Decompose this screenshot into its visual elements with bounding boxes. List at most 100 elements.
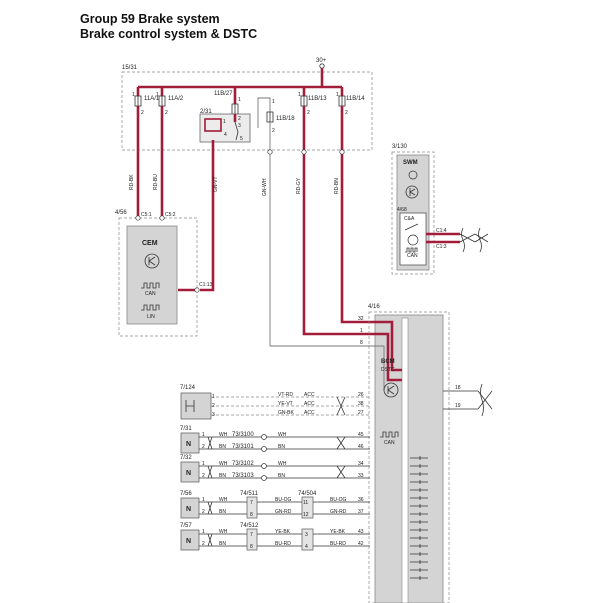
fuse-label: 11B/18: [276, 116, 295, 122]
relay-2-31: 2/31 R7 1 2 3 4 5: [199, 109, 251, 143]
svg-text:VT-RD: VT-RD: [278, 392, 293, 398]
fuse-box: 15/31 30+: [121, 58, 373, 151]
supply-label: 30+: [316, 58, 327, 64]
svg-text:2: 2: [202, 473, 205, 479]
cem-module: 4/56 C5:1 C5:2 CEM CAN LIN C1:13: [115, 210, 213, 337]
sensor-body: [180, 432, 200, 454]
sensor-ref: 7/124: [180, 385, 196, 391]
swm-transistor-icon: [405, 185, 419, 199]
fuse-label: 11B/14: [346, 96, 365, 102]
bcm-output-drivers: [410, 456, 428, 580]
svg-text:BN: BN: [219, 541, 226, 547]
cem-pin-b: C5:2: [165, 212, 176, 218]
svg-text:WH: WH: [278, 461, 287, 467]
cem-lin-label: LIN: [147, 314, 155, 320]
sensor-ref: 7/56: [180, 491, 192, 497]
accel-sensor-icon: [185, 400, 195, 412]
swm-can-label: CAN: [407, 253, 418, 259]
sensor-symbol: N: [186, 441, 191, 448]
swm-can-wave-icon: [405, 247, 418, 253]
sensor-ref: 7/57: [180, 523, 192, 529]
fuse-label: 11A/1: [144, 96, 160, 102]
svg-text:WH: WH: [219, 432, 228, 438]
sensor-ref: 7/32: [180, 455, 192, 461]
svg-text:7: 7: [250, 500, 253, 506]
svg-text:36: 36: [358, 497, 364, 503]
svg-text:33: 33: [358, 473, 364, 479]
swm-outline: [391, 151, 435, 275]
swm-name: SWM: [403, 160, 418, 166]
svg-text:1: 1: [202, 432, 205, 438]
svg-text:1: 1: [238, 97, 241, 103]
swm-sub-text: C&A: [404, 216, 415, 222]
svg-text:2: 2: [141, 110, 144, 116]
svg-text:1: 1: [336, 92, 339, 98]
svg-text:BN: BN: [219, 509, 226, 515]
bcm-pin-19: 19: [455, 403, 461, 409]
bcm-pin-8: 8: [360, 340, 363, 346]
swm-sub-module: [399, 212, 427, 266]
svg-text:1: 1: [156, 92, 159, 98]
lin-wave-icon: [141, 304, 160, 311]
svg-text:ACC: ACC: [304, 392, 315, 398]
svg-text:11: 11: [303, 500, 308, 506]
svg-text:YE-VT: YE-VT: [278, 401, 293, 407]
bcm-module: 4/16 32 1 8 BCM DSTC CAN 18 19: [358, 304, 493, 603]
svg-text:GN-BK: GN-BK: [278, 410, 295, 416]
wire-rd-bn: [340, 106, 370, 324]
wheel-sensor-7-56: 7/56 74/511 74/504 N 1 2 WH BN 7 8 BU-OG…: [180, 491, 370, 519]
svg-text:WH: WH: [219, 497, 228, 503]
bcm-transistor-icon: [383, 382, 399, 398]
fuse-11b-14: 11B/14 1 2: [336, 87, 365, 116]
cem-pin-out: C1:13: [199, 282, 213, 288]
svg-text:BU-RD: BU-RD: [330, 541, 346, 547]
connector-a: [246, 496, 258, 519]
fuse-box-outline: [121, 71, 373, 151]
svg-text:12: 12: [303, 512, 309, 518]
svg-text:8: 8: [250, 512, 253, 518]
svg-text:WH: WH: [219, 461, 228, 467]
connector-a-ref: 74/511: [240, 491, 259, 497]
fuse-label: 11B/13: [308, 96, 327, 102]
swm-pin-a: C1:4: [436, 228, 447, 234]
cem-outline: [118, 217, 198, 337]
svg-text:ACC: ACC: [304, 410, 315, 416]
bcm-pin-18: 18: [455, 385, 461, 391]
can-wave-icon: [141, 282, 160, 289]
sensor-body: [180, 461, 200, 483]
svg-text:5: 5: [240, 136, 243, 142]
relay-coil-icon: [204, 118, 222, 132]
fuse-label: 11B/27: [214, 91, 233, 97]
sensor-body: [180, 497, 200, 519]
svg-text:4: 4: [305, 544, 308, 550]
svg-text:34: 34: [358, 461, 364, 467]
sensor-body: [180, 392, 212, 420]
svg-text:27: 27: [358, 410, 364, 416]
sensor-symbol: N: [186, 470, 191, 477]
svg-text:42: 42: [358, 541, 364, 547]
swm-ref: 3/130: [392, 144, 408, 150]
bcm-body: [374, 314, 444, 603]
fuse-label: 11A/2: [168, 96, 184, 102]
wire-label-rd-gy: RD-GY: [296, 177, 302, 194]
svg-text:2: 2: [238, 116, 241, 122]
svg-text:1: 1: [202, 529, 205, 535]
svg-text:8: 8: [250, 544, 253, 550]
relay-label: 2/31: [200, 109, 212, 115]
svg-text:BN: BN: [219, 473, 226, 479]
twisted-wire-icon: [336, 396, 346, 416]
bcm-pin-1: 1: [360, 328, 363, 334]
svg-text:73/3101: 73/3101: [232, 444, 254, 450]
bcm-sub: DSTC: [381, 367, 395, 373]
svg-text:73/3102: 73/3102: [232, 461, 254, 467]
svg-text:73/3100: 73/3100: [232, 432, 254, 438]
svg-text:GN-RD: GN-RD: [330, 509, 347, 515]
svg-text:2: 2: [345, 110, 348, 116]
swm-sub-transistor-icon: [407, 234, 419, 246]
relay-switch-icon: [234, 121, 239, 141]
wire-gn-vt: [200, 140, 215, 292]
svg-text:YE-BK: YE-BK: [330, 529, 346, 535]
fuse-box-label: 15/31: [122, 65, 138, 71]
svg-text:2: 2: [307, 110, 310, 116]
